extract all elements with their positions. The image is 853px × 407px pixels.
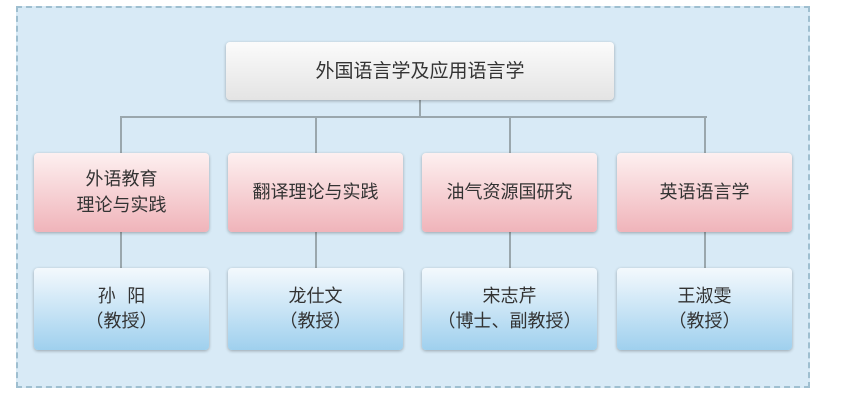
connector [315,116,317,153]
person-node: 王淑雯 （教授） [617,268,792,350]
field-label: 英语语言学 [659,181,750,203]
connector [509,116,511,153]
field-label: 翻译理论与实践 [252,181,379,203]
person-node: 孙 阳 （教授） [34,268,209,350]
connector [704,232,706,268]
person-name: 王淑雯 [677,285,732,307]
person-title: （教授） [279,311,352,332]
connector [509,232,511,268]
connector [120,116,707,118]
connector [120,232,122,268]
person-node: 龙仕文 （教授） [228,268,403,350]
field-label: 外语教育 [85,169,158,191]
connector [120,116,122,153]
person-name: 宋志芹 [482,285,537,307]
root-node: 外国语言学及应用语言学 [226,42,614,100]
person-name: 孙 阳 [97,285,146,307]
connector [704,116,706,153]
field-node: 英语语言学 [617,153,792,232]
person-title: （教授） [85,311,158,332]
field-node: 外语教育理论与实践 [34,153,209,232]
field-label: 理论与实践 [76,194,167,216]
connector [315,232,317,268]
field-node: 翻译理论与实践 [228,153,403,232]
field-node: 油气资源国研究 [422,153,597,232]
root-label: 外国语言学及应用语言学 [315,59,525,82]
person-title: （博士、副教授） [437,311,582,332]
person-node: 宋志芹 （博士、副教授） [422,268,597,350]
connector [419,100,421,117]
person-name: 龙仕文 [288,285,343,307]
field-label: 油气资源国研究 [446,181,573,203]
person-title: （教授） [668,311,741,332]
